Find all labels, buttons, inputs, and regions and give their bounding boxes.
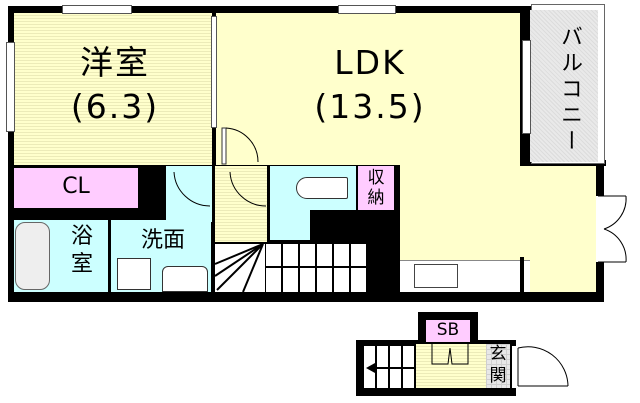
shoe-box — [426, 320, 470, 342]
closet — [14, 168, 138, 208]
ldk-bottom-wall — [396, 292, 604, 302]
stair-winder-lines — [214, 243, 265, 293]
stair-midline — [265, 266, 367, 268]
entrance-label-1: 玄 — [489, 344, 507, 364]
door-swing-washroom — [173, 171, 211, 207]
western-room — [14, 13, 212, 165]
washroom-upper — [166, 166, 212, 222]
storage — [358, 166, 394, 210]
kitchen-divider — [520, 257, 524, 295]
east-double-door-icon — [598, 195, 627, 263]
stair-arrow-line — [370, 367, 414, 369]
washroom-label: 洗面 — [140, 228, 185, 253]
entrance-door-icon — [512, 346, 569, 388]
toilet-black-block — [310, 212, 398, 242]
entry-hall — [416, 344, 486, 388]
closet-label: CL — [62, 174, 90, 199]
window-partition — [211, 16, 217, 128]
window-ldk-right — [522, 40, 531, 134]
window-western-left — [6, 42, 15, 132]
wash-basin-icon — [162, 266, 208, 292]
balcony — [530, 10, 598, 162]
closet-black-block — [138, 165, 166, 217]
western-room-label: 洋室 — [80, 43, 150, 82]
ldk-label: LDK — [334, 43, 406, 82]
bathroom-label-1: 浴 — [70, 224, 93, 249]
storage-label-2: 納 — [367, 188, 385, 208]
western-room-size: (6.3) — [70, 87, 160, 126]
storage-label-1: 収 — [367, 168, 385, 188]
hallway — [215, 166, 267, 242]
washing-machine-icon — [117, 258, 151, 290]
stair-arrow-icon — [366, 363, 375, 373]
toilet-icon — [296, 177, 348, 199]
bathroom-label-2: 室 — [70, 252, 93, 277]
window-western-top — [62, 5, 132, 14]
balcony-label: バルコニー — [557, 25, 582, 155]
bathtub-icon — [15, 222, 50, 290]
sb-double-door-icon — [431, 344, 469, 365]
entrance-label-2: 関 — [489, 366, 507, 386]
door-swing-toilet — [229, 171, 267, 207]
east-door-opening — [596, 196, 606, 262]
window-ldk-top — [338, 5, 396, 14]
door-swing-ldk — [221, 127, 259, 165]
shoe-box-label: SB — [436, 320, 460, 340]
ldk-room — [216, 13, 520, 165]
ldk-size: (13.5) — [314, 87, 426, 126]
entrance — [486, 344, 510, 388]
bath-wash-wall — [108, 220, 111, 294]
kitchen-sink-icon — [414, 264, 458, 288]
toilet-lower — [270, 208, 310, 240]
